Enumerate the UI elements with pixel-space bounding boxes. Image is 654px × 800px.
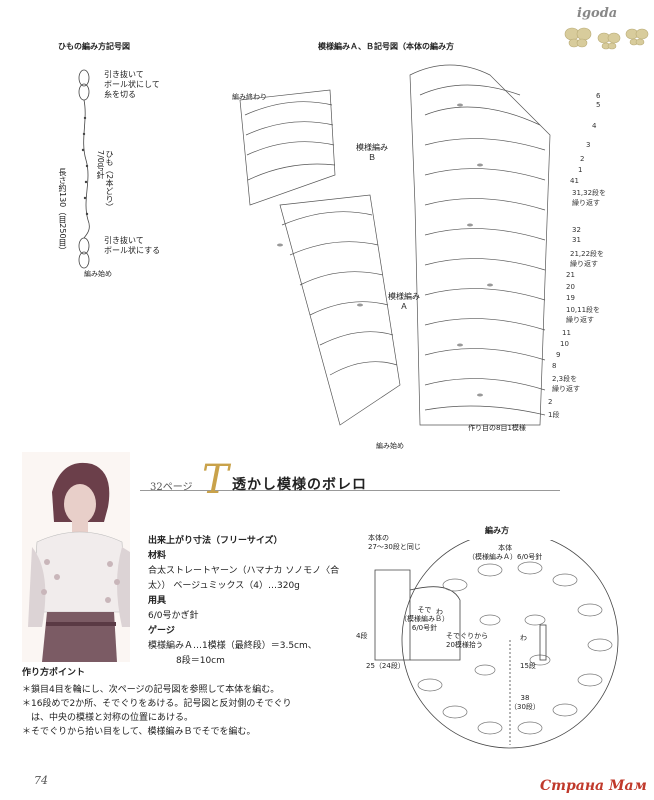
row-number: 19 (566, 294, 575, 302)
row-number: 32 (572, 226, 581, 234)
diagram-title: 編み方 (485, 526, 509, 535)
brand-logo: igoda (577, 6, 618, 21)
row-number: 11 (562, 329, 571, 337)
row-number: 2 (548, 398, 553, 406)
row-number: 8 (552, 362, 557, 370)
tip-item: ＊鎖目4目を輪にし、次ページの記号図を参照して本体を編む。 (22, 685, 280, 695)
cord-note-bottom: 引き抜いて ボール状にする (104, 236, 161, 255)
cord-note-top: 引き抜いて ボール状にして 糸を切る (104, 70, 160, 99)
tip-item: ＊そでぐりから拾い目をして、模様編みＢでそでを編む。 (22, 727, 256, 737)
chart-title: 模様編みＡ、Ｂ記号図（本体の編み方 (318, 42, 454, 51)
row-number: 10 (560, 340, 569, 348)
diagram-label-sleeve: そで （模様編みＢ） 6/0号針 (400, 606, 449, 632)
gauge-label: ゲージ (148, 626, 175, 636)
repeat-note-31-32: 31,32段を 繰り返す (572, 189, 607, 207)
stitch-chart (239, 64, 551, 426)
size-label: 出来上がり寸法（フリーサイズ） (148, 536, 283, 546)
gauge-line-1: 模様編みＡ…1模様（最終段）＝3.5cm、 (148, 641, 317, 651)
butterfly-decoration (564, 27, 649, 50)
model-photo (22, 452, 130, 662)
diagram-mark-wa: わ (436, 608, 443, 616)
page-number: 74 (34, 774, 48, 787)
diagram-rows-38: 38 （30段） (510, 694, 540, 711)
tip-item: ＊16段めで2か所、そでぐりをあける。記号図と反対側のそでぐり (22, 699, 292, 709)
cord-note-mid: ひも（2本どり） 7/0号針 (96, 150, 114, 212)
repeat-note-10-11: 10,11段を 繰り返す (566, 306, 601, 324)
chart-end-label: 編み終わり (232, 93, 267, 101)
header-rule (140, 490, 560, 491)
repeat-note-21-22: 21,22段を 繰り返す (570, 250, 605, 268)
tip-item: は、中央の模様と対称の位置にあける。 (22, 713, 194, 723)
row-number: 1 (578, 166, 583, 174)
diagram-mark-wa: わ (520, 634, 527, 642)
cord-diagram (78, 69, 90, 269)
materials-text: 合太ストレートヤーン（ハマナカ ソノモノ〈合太〉） ベージュミックス（4）…32… (148, 566, 340, 591)
construction-diagram (374, 540, 619, 749)
pattern-letter: T (202, 457, 229, 503)
project-title: 透かし模様のボレロ (232, 477, 367, 493)
tips-title: 作り方ポイント (22, 668, 86, 678)
diagram-label-body: 本体 （模様編みＡ）6/0号針 (468, 544, 543, 561)
tools-label: 用具 (148, 596, 167, 606)
cord-title: ひもの編み方記号図 (58, 42, 130, 51)
chart-start-label: 編み始め (376, 442, 404, 450)
chart-foundation-label: 作り目の8目1模様 (468, 424, 526, 432)
row-number: 31 (572, 236, 581, 244)
diagram-rows-15: 15段 (520, 662, 536, 670)
pattern-b-label: 模様編み Ｂ (356, 143, 388, 162)
pattern-a-label: 模様編み Ａ (388, 292, 420, 311)
watermark: Страна Мам (540, 778, 647, 794)
diagram-rows-25: 25（24段） (366, 662, 405, 670)
tools-text: 6/0号かぎ針 (148, 611, 199, 621)
row-number: 9 (556, 351, 561, 359)
tips-list: ＊鎖目4目を輪にし、次ページの記号図を参照して本体を編む。 ＊16段めで2か所、… (22, 683, 352, 739)
gauge-line-2: 8段＝10cm (176, 656, 225, 666)
row-number: 20 (566, 283, 575, 291)
row-number: 3 (586, 141, 591, 149)
cord-note-length: 長さ約130（目250目） (58, 168, 67, 255)
diagram-label-same-rows: 本体の 27〜30段と同じ (368, 534, 421, 551)
row-number: 41 (570, 177, 579, 185)
diagram-label-pickup: そでぐりから 20模様拾う (446, 632, 489, 649)
row-number: 21 (566, 271, 575, 279)
row-number-first: 1段 (548, 411, 560, 419)
materials-label: 材料 (148, 551, 167, 561)
row-number: 2 (580, 155, 585, 163)
diagram-rows-4: 4段 (356, 632, 368, 640)
page-reference: 32ページ (150, 482, 193, 493)
repeat-note-2-3: 2,3段を 繰り返す (552, 375, 580, 393)
row-number: 4 (592, 122, 597, 130)
row-number: 5 (596, 101, 601, 109)
cord-start-label: 編み始め (84, 270, 112, 278)
row-number: 6 (596, 92, 601, 100)
